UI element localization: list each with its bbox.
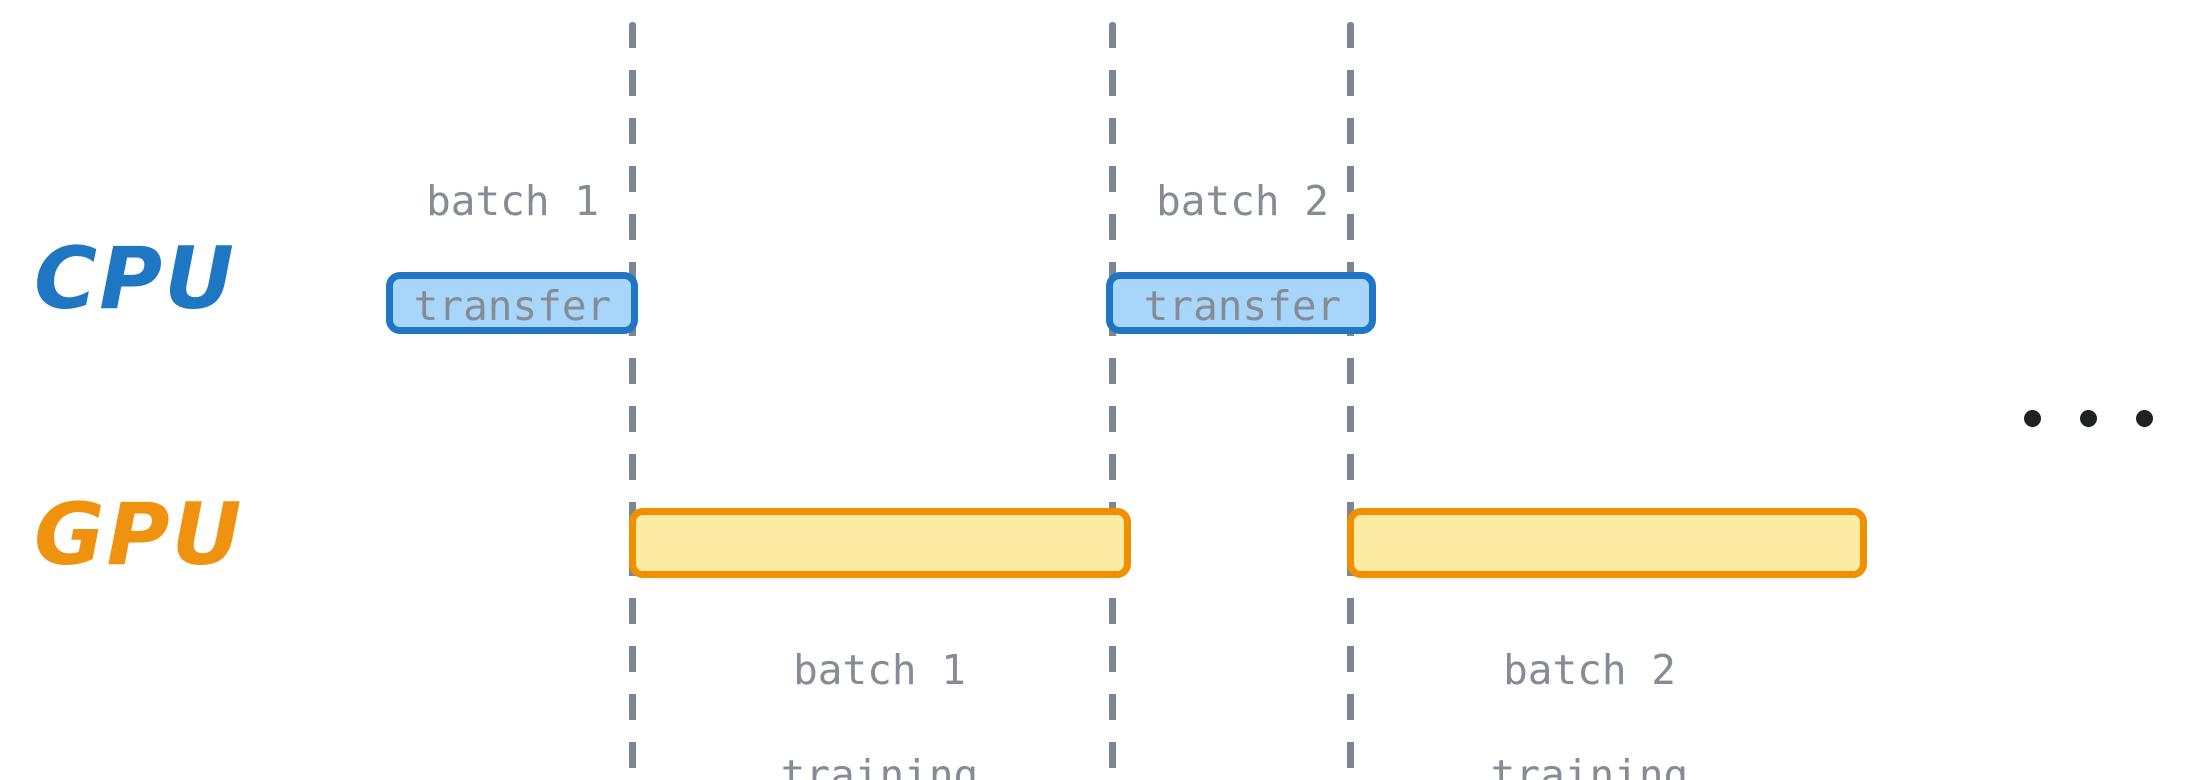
annotation-line-1: batch 1 xyxy=(426,177,599,226)
annotation-batch-2-training: batch 2 training xyxy=(1447,592,1732,780)
continuation-ellipsis-icon xyxy=(2024,410,2153,427)
gpu-bar-batch-1 xyxy=(629,508,1131,578)
annotation-line-1: batch 2 xyxy=(1503,646,1676,695)
cpu-row-label: CPU xyxy=(34,229,236,329)
annotation-batch-1-training: batch 1 training xyxy=(737,592,1022,780)
ellipsis-dot xyxy=(2080,410,2097,427)
timeline-divider-2 xyxy=(1109,22,1116,780)
annotation-line-1: batch 2 xyxy=(1156,177,1329,226)
gpu-bar-batch-2 xyxy=(1347,508,1867,578)
cpu-bar-batch-2 xyxy=(1106,272,1376,334)
annotation-line-2: transfer xyxy=(1143,282,1342,331)
annotation-line-2: transfer xyxy=(413,282,612,331)
annotation-batch-1-transfer: batch 1 transfer xyxy=(370,123,655,385)
cpu-bar-batch-1 xyxy=(386,272,638,334)
timeline-divider-1 xyxy=(629,22,636,780)
gpu-row-label: GPU xyxy=(34,485,244,585)
ellipsis-dot xyxy=(2136,410,2153,427)
annotation-line-2: training xyxy=(780,751,979,780)
annotation-line-2: training xyxy=(1490,751,1689,780)
annotation-line-1: batch 1 xyxy=(793,646,966,695)
ellipsis-dot xyxy=(2024,410,2041,427)
timeline-divider-3 xyxy=(1347,22,1354,780)
annotation-batch-2-transfer: batch 2 transfer xyxy=(1100,123,1385,385)
